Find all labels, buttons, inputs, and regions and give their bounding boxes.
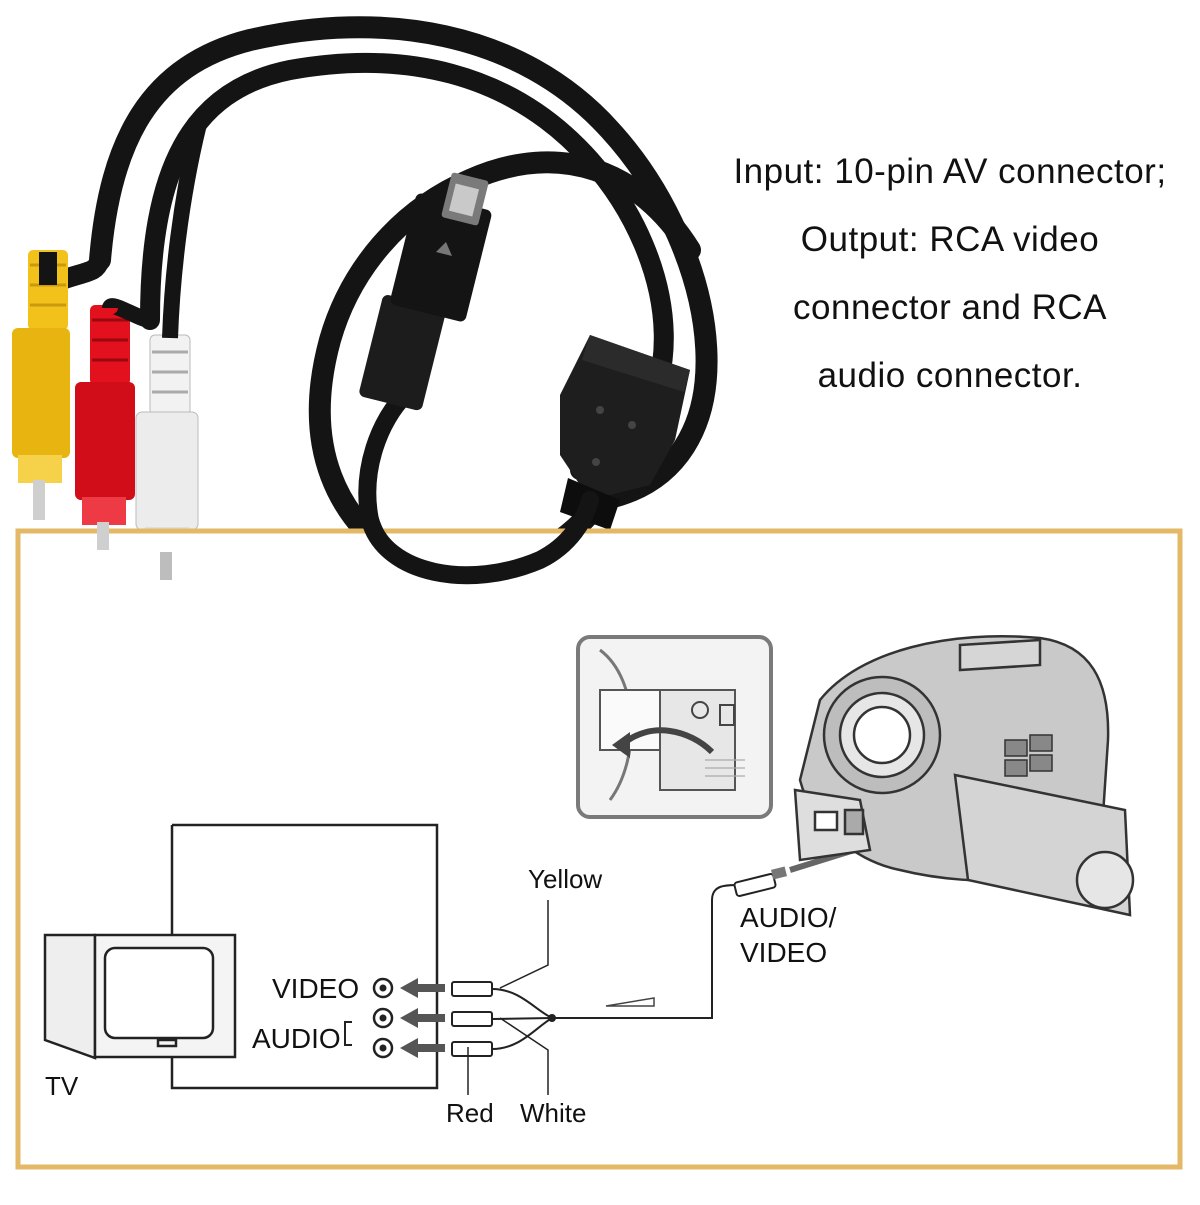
signal-direction-arrow	[605, 997, 655, 1007]
tv-icon	[43, 933, 237, 1060]
spec-line-3: connector and RCA	[793, 288, 1107, 327]
red-label: Red	[446, 1098, 494, 1128]
audio-bracket	[344, 1021, 352, 1046]
rca-plug-yellow	[12, 250, 70, 520]
audio-jack-left	[372, 1007, 394, 1029]
spec-line-4: audio connector.	[817, 356, 1083, 395]
av-label-line1: AUDIO/	[740, 902, 837, 933]
spec-line-2: Output: RCA video	[800, 220, 1100, 259]
white-label: White	[520, 1098, 586, 1128]
yellow-label: Yellow	[528, 864, 602, 894]
av-10pin-connector	[359, 172, 492, 411]
camcorder-port-inset	[576, 635, 773, 819]
tv-back-panel	[170, 823, 439, 1090]
diagram-plugs	[451, 981, 493, 1057]
camcorder-icon	[793, 635, 1135, 917]
connection-arrows	[400, 978, 445, 1058]
spec-line-1: Input: 10-pin AV connector;	[733, 152, 1167, 191]
audio-jack-right	[372, 1037, 394, 1059]
tv-label: TV	[45, 1071, 79, 1101]
av-label-line2: VIDEO	[740, 937, 827, 968]
audio-label: AUDIO	[252, 1023, 341, 1054]
video-label: VIDEO	[272, 973, 359, 1004]
video-jack	[372, 977, 394, 999]
rca-plug-red	[75, 305, 135, 550]
